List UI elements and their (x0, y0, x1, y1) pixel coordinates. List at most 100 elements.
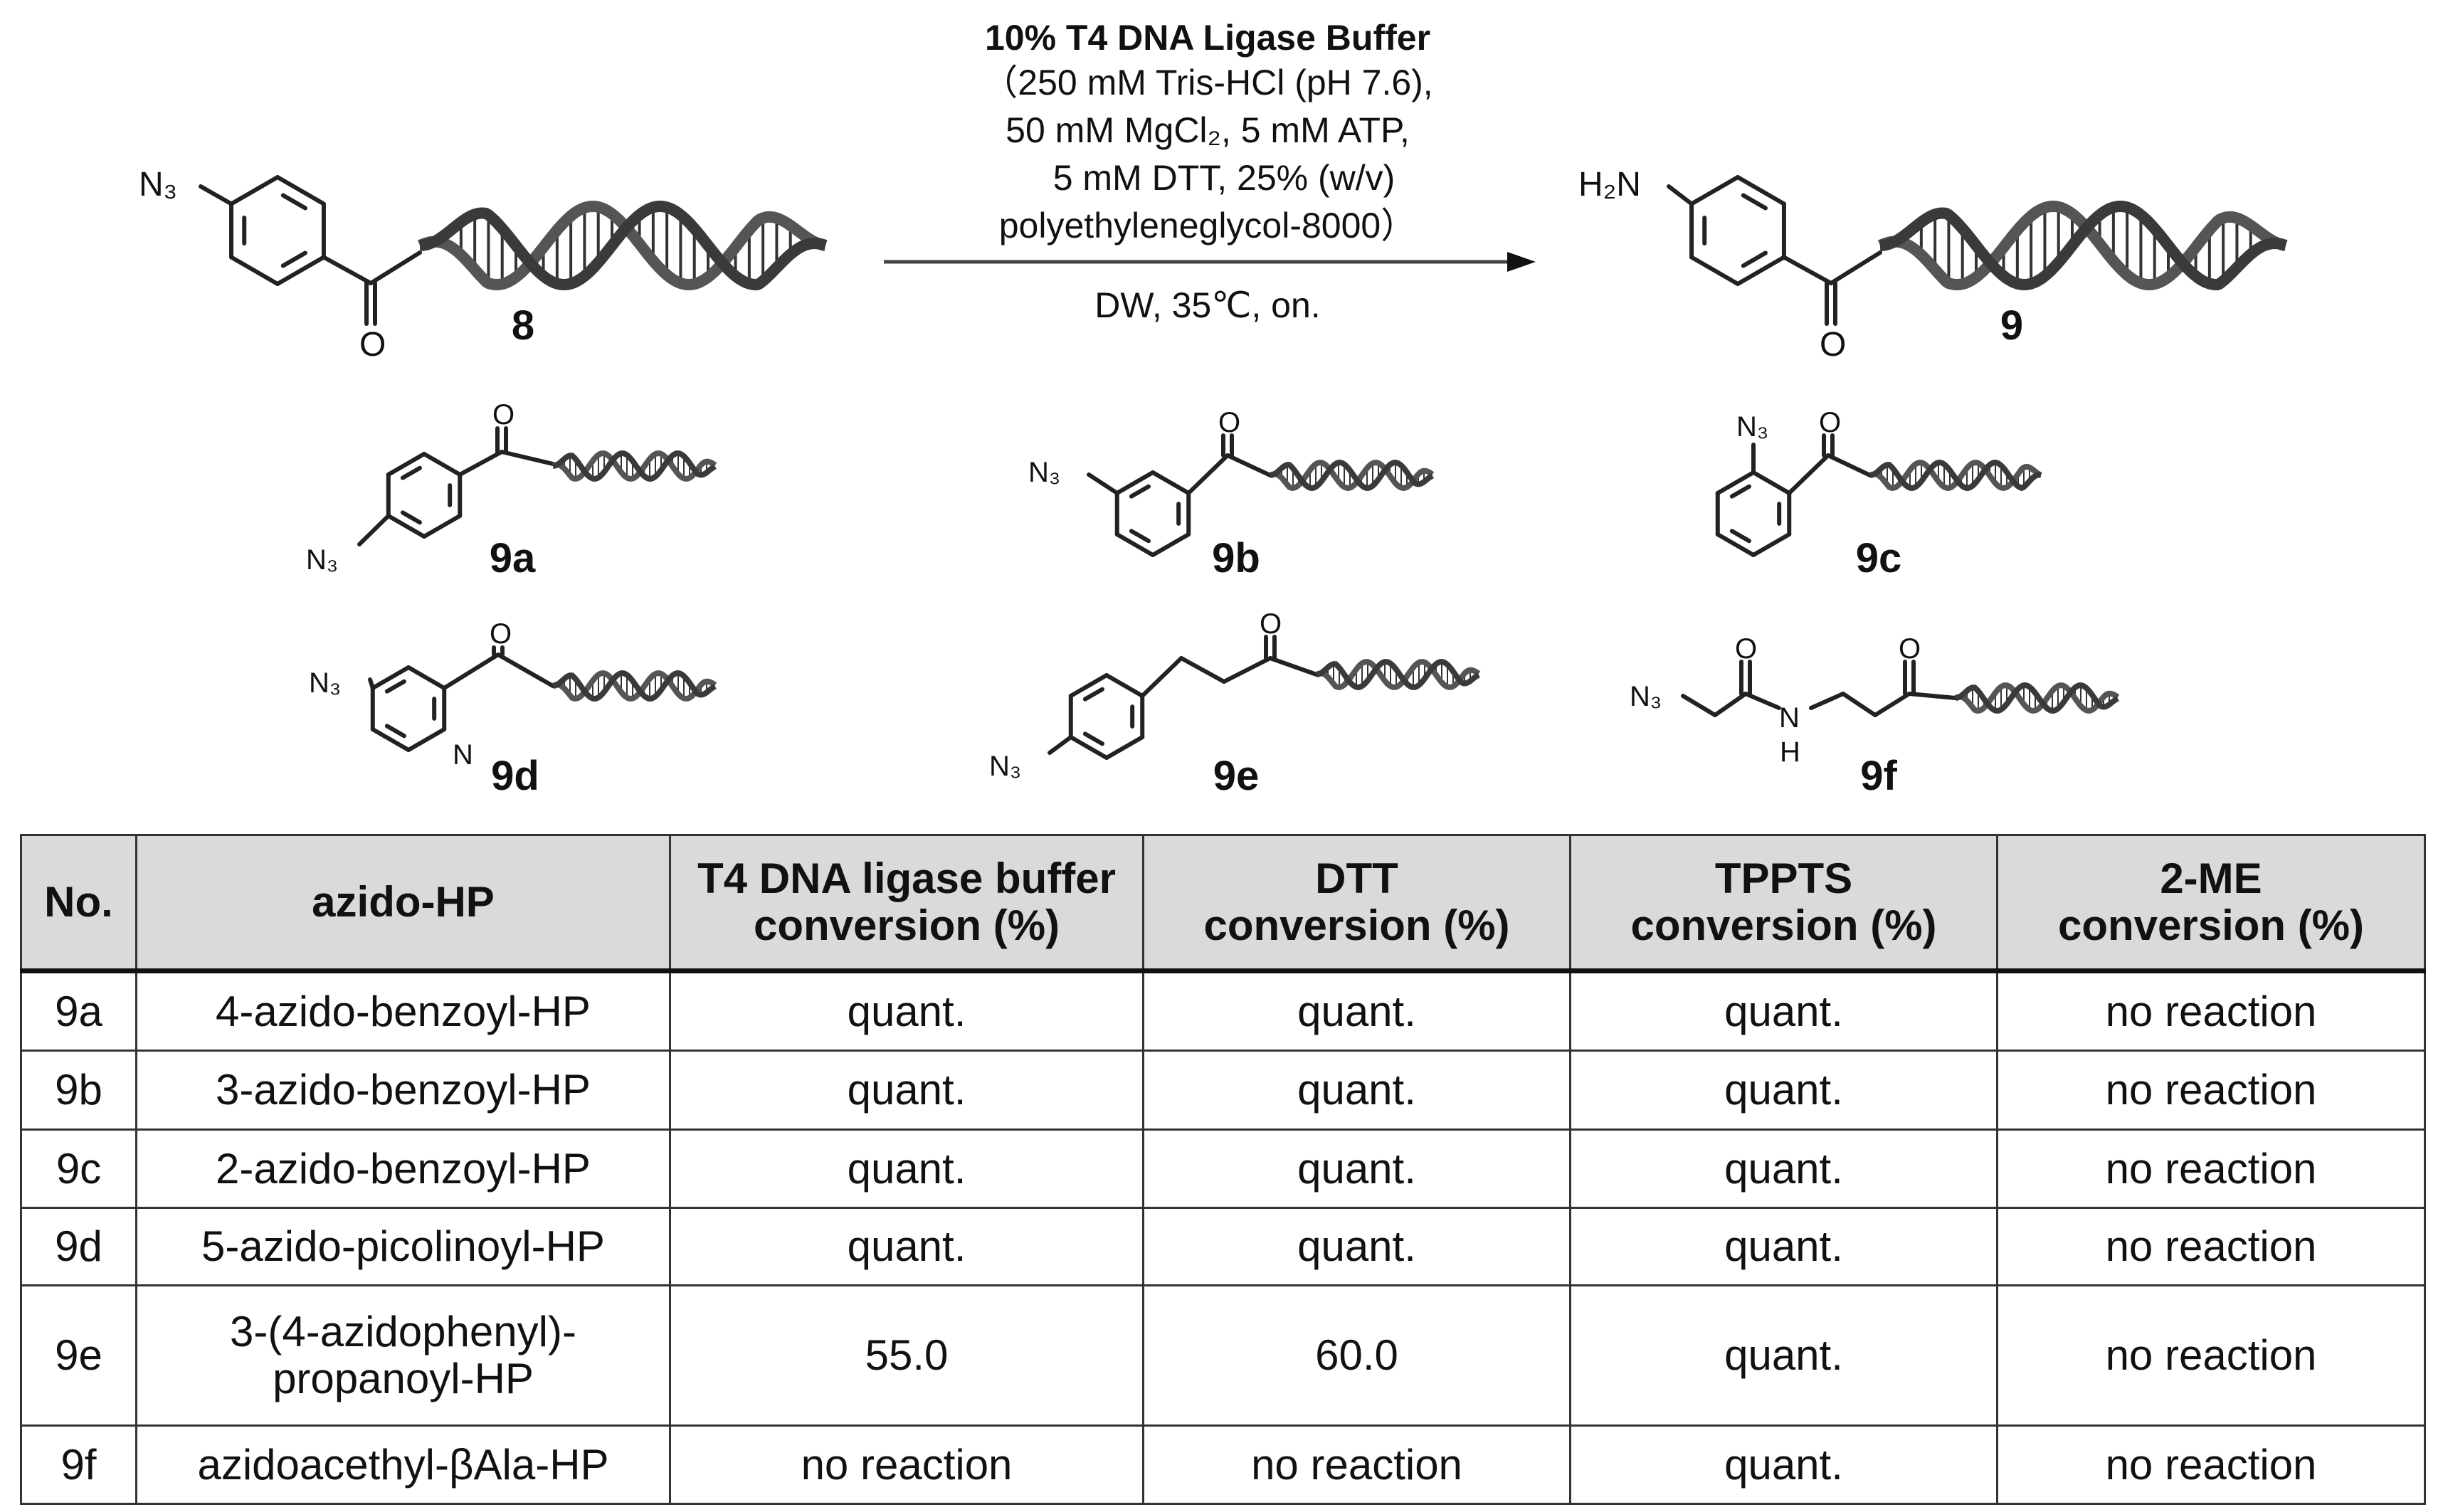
ring-bond (1068, 673, 1109, 698)
bond (199, 184, 234, 206)
ring-bond (229, 255, 280, 286)
ring-bond (370, 665, 411, 690)
atom-label: N₃ (1736, 411, 1768, 443)
ring-double-bond (1129, 484, 1151, 499)
conditions-line: （250 mM Tris-HCl (pH 7.6), (982, 63, 1432, 102)
ring-bond (1736, 255, 1786, 286)
cell-dtt: quant. (1142, 1207, 1571, 1286)
bond (1809, 692, 1845, 710)
name-line: 3-(4-azidophenyl)- (230, 1308, 576, 1355)
cell-2me: no reaction (1996, 1284, 2426, 1427)
cell-no: 9d (20, 1207, 137, 1286)
atom-label: N₃ (1028, 457, 1060, 488)
compound-label: 9c (1856, 535, 1902, 581)
ring-double-bond (384, 724, 406, 739)
ring-double-bond (1082, 731, 1104, 746)
bond (1787, 453, 1830, 495)
header-azido-hp: azido-HP (135, 834, 671, 973)
ring-double-bond (1741, 250, 1768, 268)
cell-name: 4-azido-benzoyl-HP (135, 970, 671, 1052)
ring-bond (1689, 255, 1740, 286)
dna-strand (1269, 460, 1435, 491)
header-text: 2-ME (2160, 855, 2262, 902)
atom-label: O (1819, 407, 1841, 438)
header-text: conversion (%) (1203, 902, 1510, 949)
ring-bond (1715, 532, 1756, 557)
cell-dtt: no reaction (1142, 1424, 1571, 1505)
atom-label: H₂N (1578, 166, 1641, 203)
bond (1826, 453, 1872, 477)
bond (442, 652, 500, 690)
dna-strand (552, 450, 717, 482)
cell-tppts: quant. (1569, 970, 1998, 1052)
atom-label: O (1735, 633, 1757, 665)
compound-label: 8 (512, 302, 534, 349)
bond (500, 450, 555, 466)
bond (1713, 692, 1748, 717)
cell-2me: no reaction (1996, 1128, 2426, 1209)
ring-double-bond (1129, 529, 1151, 544)
bond (1222, 656, 1272, 684)
cell-2me: no reaction (1996, 1050, 2426, 1131)
cell-name: 5-azido-picolinoyl-HP (135, 1207, 671, 1286)
bond (1781, 255, 1833, 285)
ring-bond (422, 452, 463, 477)
atom-label: N₃ (139, 166, 177, 203)
dna-strand (1954, 682, 2120, 714)
reaction-conditions: 10% T4 DNA Ligase Buffer （250 mM Tris-HC… (884, 18, 1536, 325)
ring-double-bond (400, 510, 422, 525)
ring-bond (1104, 735, 1145, 760)
ring-bond (406, 665, 447, 690)
dna-strand (1316, 659, 1480, 690)
ring-bond (386, 514, 426, 539)
atom-label: O (1260, 608, 1282, 640)
bond (1681, 694, 1717, 717)
dna-helices (417, 200, 2288, 714)
cell-no: 9c (20, 1128, 137, 1209)
bond (1829, 250, 1882, 285)
cell-name: 3-(4-azidophenyl)-propanoyl-HP (135, 1284, 671, 1427)
atom-label: N₃ (306, 544, 338, 576)
conditions-below-arrow: DW, 35℃, on. (1094, 285, 1320, 325)
compound-label: 9b (1212, 535, 1260, 581)
cell-no: 9f (20, 1424, 137, 1505)
atom-label: O (1899, 633, 1921, 665)
bond (1048, 735, 1073, 755)
ring-bond (1151, 470, 1191, 495)
bond (321, 255, 373, 285)
atom-label: O (492, 399, 515, 430)
cell-t4: 55.0 (669, 1284, 1144, 1427)
compound-label: 9e (1213, 753, 1260, 799)
bond (458, 450, 504, 477)
name-line: 2-azido-benzoyl-HP (216, 1144, 591, 1193)
atom-label: N₃ (989, 751, 1021, 782)
cell-name: azidoacethyl-βAla-HP (135, 1424, 671, 1505)
bond (1841, 692, 1877, 717)
conditions-title: 10% T4 DNA Ligase Buffer (985, 18, 1430, 58)
header-text: No. (44, 878, 113, 926)
header-text: TPPTS (1714, 855, 1853, 902)
bond (1743, 692, 1781, 710)
compound-label: 9 (2000, 302, 2023, 349)
ring-bond (370, 727, 411, 752)
conditions-line: 5 mM DTT, 25% (w/v) (1053, 158, 1395, 198)
ring-bond (1751, 532, 1792, 557)
cell-2me: no reaction (1996, 1207, 2426, 1286)
bond (368, 677, 375, 690)
name-line: propanoyl-HP (273, 1355, 534, 1402)
bond (1873, 692, 1911, 717)
ring-bond (1736, 175, 1786, 206)
ring-bond (1689, 175, 1740, 206)
cell-tppts: quant. (1569, 1050, 1998, 1131)
atom-label: O (1218, 407, 1240, 438)
atom-label: O (359, 326, 386, 364)
cell-tppts: quant. (1569, 1207, 1998, 1286)
cell-dtt: quant. (1142, 1050, 1571, 1131)
header-text: azido-HP (312, 878, 495, 926)
cell-no: 9b (20, 1050, 137, 1131)
